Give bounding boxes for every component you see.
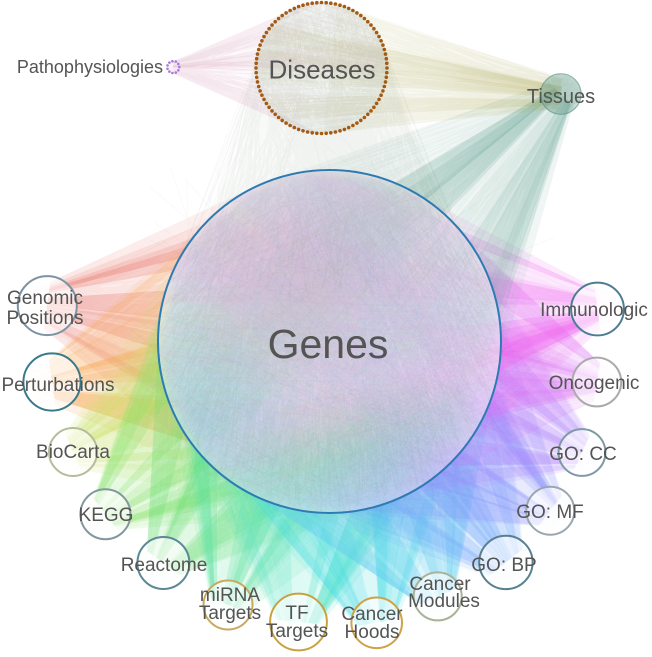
- svg-text:miRNA: miRNA: [200, 585, 260, 606]
- svg-text:Targets: Targets: [199, 603, 261, 624]
- svg-text:Positions: Positions: [6, 308, 83, 329]
- svg-text:Cancer: Cancer: [409, 574, 471, 595]
- svg-text:GO: BP: GO: BP: [471, 555, 536, 576]
- svg-text:GO: CC: GO: CC: [549, 444, 617, 465]
- svg-text:Tissues: Tissues: [527, 86, 595, 108]
- svg-text:Genomic: Genomic: [7, 288, 83, 309]
- svg-text:TF: TF: [285, 603, 308, 624]
- svg-text:Immunologic: Immunologic: [540, 300, 648, 321]
- svg-text:Perturbations: Perturbations: [1, 375, 114, 396]
- svg-text:Genes: Genes: [268, 321, 389, 367]
- svg-text:Oncogenic: Oncogenic: [549, 373, 640, 394]
- svg-text:Reactome: Reactome: [121, 555, 208, 576]
- svg-text:Hoods: Hoods: [345, 622, 400, 643]
- svg-text:Targets: Targets: [266, 621, 328, 642]
- svg-text:Pathophysiologies: Pathophysiologies: [17, 57, 163, 77]
- svg-text:Cancer: Cancer: [341, 604, 403, 625]
- svg-text:KEGG: KEGG: [79, 505, 134, 526]
- svg-text:BioCarta: BioCarta: [36, 442, 110, 463]
- svg-text:Modules: Modules: [408, 591, 480, 612]
- svg-text:Diseases: Diseases: [269, 54, 376, 84]
- svg-text:GO: MF: GO: MF: [516, 502, 584, 523]
